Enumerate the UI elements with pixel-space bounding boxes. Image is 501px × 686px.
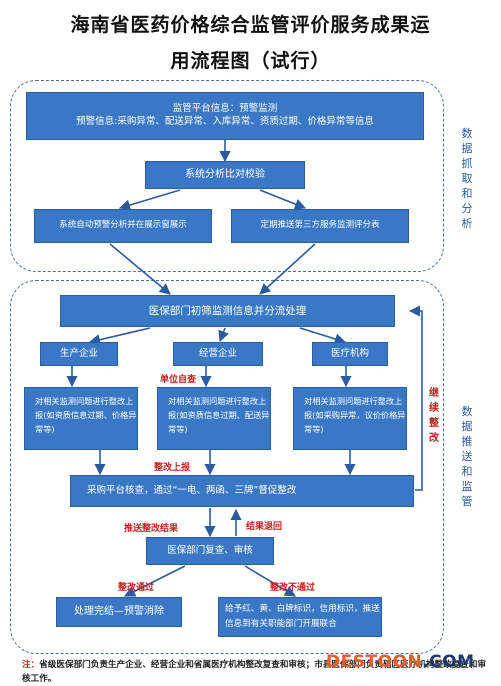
- node-distributor: 经营企业: [173, 342, 263, 366]
- node-compare: 系统分析比对校验: [145, 161, 305, 189]
- section-data-push: [10, 280, 444, 654]
- arrow-third-to-medical: [259, 243, 316, 295]
- arrow-medical-to-distributor: [218, 327, 229, 343]
- watermark-suffix: .COM: [422, 652, 475, 672]
- label-result-back: 结果退回: [246, 522, 283, 532]
- node-report-distributor: 对相关监测问题进行整改上报(如资质信息过期、配送异常等): [157, 387, 271, 450]
- node-hospital: 医疗机构: [312, 342, 388, 366]
- arrow-medical-to-producer: [88, 327, 151, 346]
- footnote-prefix: 注：: [22, 660, 40, 670]
- node-platform-alert-title: 监管平台信息：预警监测: [172, 103, 278, 115]
- watermark-logo: DESTOON.COM: [326, 652, 475, 672]
- node-platform-alert: 监管平台信息：预警监测 预警信息:采购异常、配送异常、入库异常、资质过期、价格异…: [26, 92, 424, 140]
- arrow-check-to-medical-loop: [408, 305, 423, 491]
- section-data-capture: [10, 80, 444, 272]
- label-report-up: 整改上报: [154, 463, 191, 473]
- diagram-title-line1: 海南省医药价格综合监管评价服务成果运: [70, 14, 431, 36]
- footnote: 注：省级医保部门负责生产企业、经营企业和省属医疗机构整改复查和审核；市县医保部门…: [22, 658, 492, 686]
- node-review: 医保部门复查、审核: [146, 537, 274, 565]
- arrow-review-to-penalty: [244, 565, 296, 597]
- node-platform-check: 采购平台核查，通过“一电、两函、三牌”督促整改: [70, 475, 414, 507]
- footnote-text: 省级医保部门负责生产企业、经营企业和省属医疗机构整改复查和审核；市县医保部门负责…: [22, 660, 487, 684]
- label-continue-fix: 继续整改: [429, 388, 439, 444]
- node-auto-alert: 系统自动预警分析并在展示窗展示: [34, 209, 212, 243]
- node-close: 处理完结—预警消除: [56, 597, 182, 627]
- section-label-capture: 数据抓取和分析: [461, 127, 473, 230]
- arrow-review-to-close: [123, 565, 186, 597]
- diagram-title-line2: 用流程图（试行）: [170, 50, 331, 72]
- node-third-party: 定期推送第三方服务监测评分表: [231, 209, 409, 243]
- arrow-auto-to-medical: [109, 243, 171, 295]
- section-label-push: 数据推送和监管: [461, 405, 473, 508]
- node-platform-alert-detail: 预警信息:采购异常、配送异常、入库异常、资质过期、价格异常等信息: [76, 116, 374, 127]
- watermark-brand: DESTOON: [326, 652, 423, 672]
- arrow-compare-to-third: [259, 189, 307, 210]
- node-report-producer: 对相关监测问题进行整改上报(如资质信息过期、价格异常等): [24, 387, 138, 450]
- node-penalty: 给予红、黄、白牌标识，信用标识，推送信息到有关职能部门开展联合: [218, 597, 382, 637]
- label-pass: 整改通过: [118, 583, 155, 593]
- node-report-hospital: 对相关监测问题进行整改上报(如采购异常，议价价格异常等): [293, 387, 407, 450]
- node-medical-dept: 医保部门初筛监测信息并分流处理: [60, 295, 395, 327]
- label-self-check: 单位自查: [160, 375, 197, 385]
- arrow-compare-to-auto: [118, 189, 181, 211]
- node-producer: 生产企业: [40, 342, 118, 366]
- label-fail: 整改不通过: [270, 583, 316, 593]
- arrow-medical-to-hospital: [299, 327, 347, 345]
- label-push-result: 推送整改结果: [124, 524, 179, 534]
